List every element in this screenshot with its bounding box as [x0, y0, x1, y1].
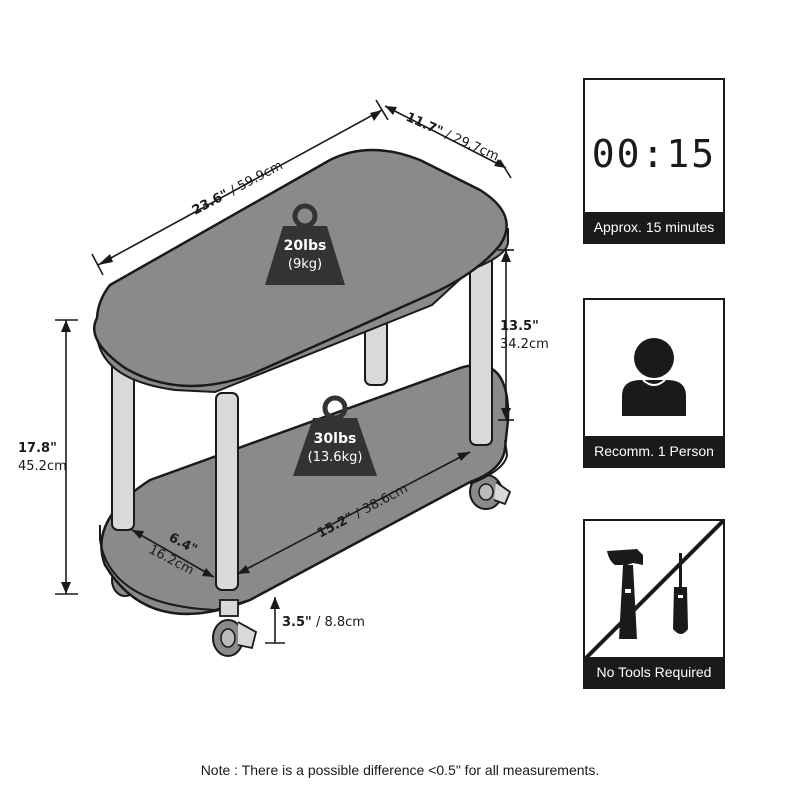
no-tools-caption: No Tools Required: [585, 657, 723, 687]
measurement-note: Note : There is a possible difference <0…: [200, 762, 600, 778]
assembly-time-caption: Approx. 15 minutes: [585, 212, 723, 242]
hammer-icon: [607, 549, 643, 639]
recommended-people-card: Recomm. 1 Person: [583, 298, 725, 468]
no-tools-card: No Tools Required: [583, 519, 725, 689]
leg-front-right: [469, 254, 493, 446]
weight-badge-top: 20lbs (9kg): [265, 203, 345, 285]
screwdriver-icon: [673, 553, 688, 634]
lower-shelf: [99, 363, 510, 616]
recommended-people-caption: Recomm. 1 Person: [585, 436, 723, 466]
shelf-gap-metric: 34.2cm: [500, 337, 549, 352]
bottom-weight-kg: (13.6kg): [308, 450, 363, 465]
height-metric: 45.2cm: [18, 459, 67, 474]
width-label: 11.7" / 29.7cm: [403, 110, 501, 164]
weight-badge-bottom: 30lbs (13.6kg): [293, 395, 377, 476]
caster-front: [212, 599, 258, 657]
top-weight-lbs: 20lbs: [284, 238, 327, 254]
timer-display: 00:15: [591, 132, 717, 176]
top-weight-kg: (9kg): [288, 257, 322, 272]
tools-illustration: [585, 521, 723, 661]
leg-front-center: [215, 392, 239, 591]
shelf-gap-imperial: 13.5": [500, 319, 539, 334]
caster-back-right: [469, 474, 512, 510]
height-imperial: 17.8": [18, 441, 57, 456]
bottom-weight-lbs: 30lbs: [314, 431, 357, 447]
person-icon: [622, 338, 686, 416]
clearance-label: 3.5" / 8.8cm: [282, 615, 365, 630]
assembly-time-card: 00:15 Approx. 15 minutes: [583, 78, 725, 244]
